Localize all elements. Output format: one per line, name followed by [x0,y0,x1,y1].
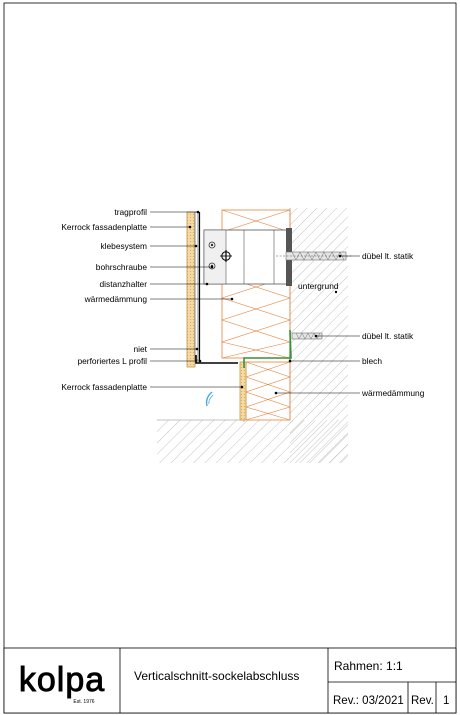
logo-established: Est. 1976 [73,699,94,705]
leader-lines-right [274,254,360,395]
label-duebel-lower: dübel lt. statik [362,331,414,341]
revision-date: Rev.: 03/2021 [333,695,404,707]
support-profile [194,211,199,361]
title-block: kolpa Est. 1976 Verticalschnitt-sockelab… [3,647,457,714]
bracket [203,228,292,286]
label-kerrock-lower: Kerrock fassadenplatte [61,382,147,392]
leader-lines-left [150,210,244,389]
label-niet: niet [133,344,147,354]
drawing-title: Verticalschnitt-sockelabschluss [134,669,299,683]
revision-label: Rev. [411,695,434,707]
label-perforiertes-l-profil: perforiertes L profil [77,356,147,366]
label-waermedaemmung-upper: wärmedämmung [84,294,148,304]
label-distanzhalter: distanzhalter [100,279,148,289]
label-waermedaemmung-lower: wärmedämmung [361,388,425,398]
label-duebel-upper: dübel lt. statik [362,251,414,261]
drawing-scale: Rahmen: 1:1 [334,659,403,673]
label-kerrock-upper: Kerrock fassadenplatte [61,222,147,232]
section-drawing: tragprofil Kerrock fassadenplatte klebes… [61,207,425,463]
label-klebesystem: klebesystem [100,241,147,251]
label-untergrund: untergrund [298,281,339,291]
facade-panel-upper [186,211,196,368]
perforated-l-profile [195,355,238,364]
ground [157,420,348,463]
label-bohrschraube: bohrschraube [96,262,148,272]
water-drip-icon [205,391,213,407]
label-tragprofil: tragprofil [114,207,147,217]
kolpa-logo: kolpa [19,661,105,699]
revision-number: 1 [443,695,449,707]
insulation-lower [245,361,291,421]
label-blech: blech [362,356,382,366]
facade-panel-lower [239,361,247,421]
